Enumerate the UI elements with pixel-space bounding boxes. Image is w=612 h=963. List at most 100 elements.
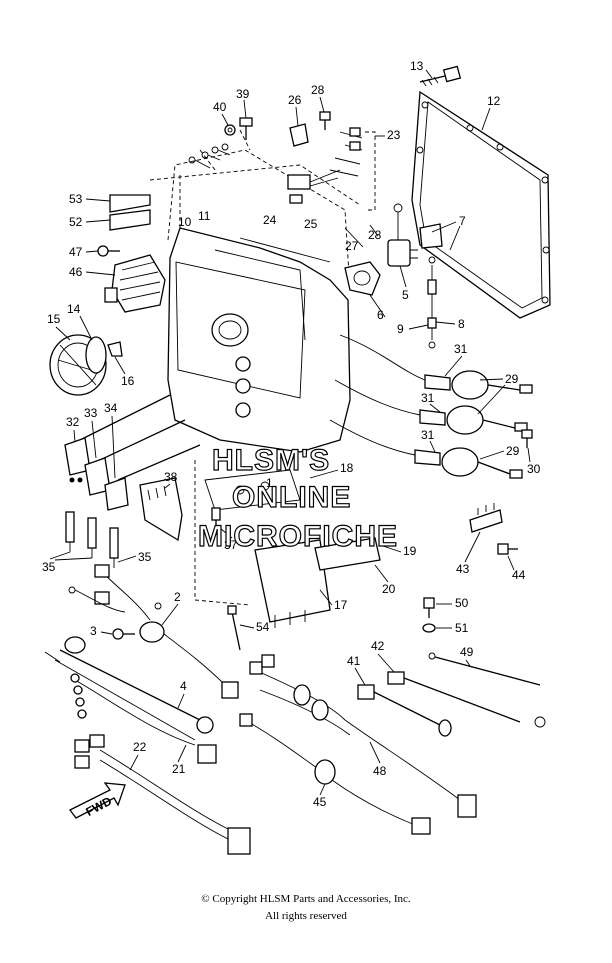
- callout-2: 2: [174, 590, 181, 604]
- harness-2: [68, 564, 239, 699]
- callout-24: 24: [263, 213, 277, 227]
- cable-4: [59, 636, 214, 734]
- screw-30: [521, 429, 533, 448]
- ring-terminals: [188, 143, 231, 169]
- callout-19: 19: [403, 544, 417, 558]
- callout-15: 15: [47, 312, 61, 326]
- callout-53: 53: [69, 192, 83, 206]
- plug-lead-34: [104, 444, 201, 511]
- wiring-kit-23: [287, 127, 376, 211]
- callout-8: 8: [458, 317, 465, 331]
- screw-28-top: [319, 111, 331, 130]
- cdi-unit-17: [254, 539, 331, 628]
- gasket-12: [411, 90, 551, 319]
- callout-29: 29: [505, 372, 519, 386]
- electrical-box: [149, 129, 361, 606]
- washer-51: [422, 623, 436, 633]
- callout-39: 39: [236, 87, 250, 101]
- watermark: HLSM'S ONLINE MICROFICHE: [197, 443, 398, 553]
- callout-14: 14: [67, 302, 81, 316]
- bolt-39: [239, 117, 253, 140]
- callout-51: 51: [455, 621, 469, 635]
- cable-41: [357, 684, 452, 737]
- callout-31: 31: [421, 428, 435, 442]
- callout-20: 20: [382, 582, 396, 596]
- bolt-44: [497, 543, 518, 555]
- callout-13: 13: [410, 59, 424, 73]
- callout-29: 29: [506, 444, 520, 458]
- grommet-14: [85, 336, 107, 374]
- harness-21: [44, 651, 217, 764]
- callout-48: 48: [373, 764, 387, 778]
- coil-wires: [329, 334, 426, 456]
- callout-11: 11: [198, 209, 211, 223]
- callout-25: 25: [304, 217, 318, 231]
- callout-47: 47: [69, 245, 83, 259]
- callout-35: 35: [138, 550, 152, 564]
- rectifier-regulator-46: [104, 254, 166, 313]
- callout-7: 7: [459, 214, 466, 228]
- spark-plug-right: [109, 527, 119, 568]
- lead-49: [428, 652, 541, 686]
- harness-45: [239, 713, 431, 835]
- callout-52: 52: [69, 215, 83, 229]
- fuse-9: [427, 256, 437, 349]
- relay-5: [387, 203, 418, 267]
- watermark-line-3: MICROFICHE: [198, 520, 398, 553]
- callout-37: 37: [224, 538, 238, 552]
- watermark-line-1: HLSM'S: [212, 444, 330, 477]
- callout-16: 16: [121, 374, 135, 388]
- callout-17: 17: [334, 598, 348, 612]
- bracket-43: [469, 503, 503, 533]
- callout-22: 22: [133, 740, 147, 754]
- callout-46: 46: [69, 265, 83, 279]
- callout-45: 45: [313, 795, 327, 809]
- junction-block-20: [314, 537, 381, 571]
- callout-35: 35: [42, 560, 56, 574]
- callout-44: 44: [512, 568, 526, 582]
- cable-42: [387, 671, 546, 728]
- callout-1: 1: [266, 476, 273, 490]
- callout-3: 3: [90, 624, 97, 638]
- washer-40: [224, 124, 236, 136]
- spark-plug-mid: [87, 517, 97, 558]
- ignition-coil-mid: [419, 405, 528, 435]
- callout-5: 5: [402, 288, 409, 302]
- callout-32: 32: [66, 415, 80, 429]
- clamp-7: [419, 223, 443, 249]
- callout-43: 43: [456, 562, 470, 576]
- spark-plug-left: [65, 511, 75, 552]
- callout-31: 31: [454, 342, 468, 356]
- callout-4: 4: [180, 679, 187, 693]
- callout-38: 38: [164, 470, 178, 484]
- callout-50: 50: [455, 596, 469, 610]
- callout-28: 28: [368, 228, 382, 242]
- callout-33: 33: [84, 406, 98, 420]
- copyright-line: © Copyright HLSM Parts and Accessories, …: [201, 893, 411, 905]
- bolt-50: [423, 597, 435, 618]
- bolt-37: [211, 507, 221, 535]
- bracket-18: [204, 469, 301, 511]
- callout-54: 54: [256, 620, 270, 634]
- cable-tie-54: [227, 605, 241, 651]
- bracket-26: [289, 123, 309, 147]
- bolt-13: [419, 65, 462, 87]
- callout-23: 23: [387, 128, 401, 142]
- callout-6: 6: [377, 308, 384, 322]
- holder-6: [344, 261, 381, 296]
- watermark-line-2: ONLINE: [232, 481, 351, 514]
- ignition-coil-top: [424, 370, 533, 400]
- screw-3: [112, 628, 135, 640]
- callout-41: 41: [347, 654, 361, 668]
- callout-12: 12: [487, 94, 501, 108]
- callout-40: 40: [213, 100, 227, 114]
- callout-31: 31: [421, 391, 435, 405]
- callout-18: 18: [340, 461, 354, 475]
- plug-lead-32: [64, 394, 171, 483]
- callout-10: 10: [178, 215, 192, 229]
- decal-53: [109, 194, 151, 213]
- rights-line: All rights reserved: [265, 910, 347, 922]
- callout-26: 26: [288, 93, 302, 107]
- screw-47: [97, 245, 120, 257]
- harness-22: [74, 734, 251, 855]
